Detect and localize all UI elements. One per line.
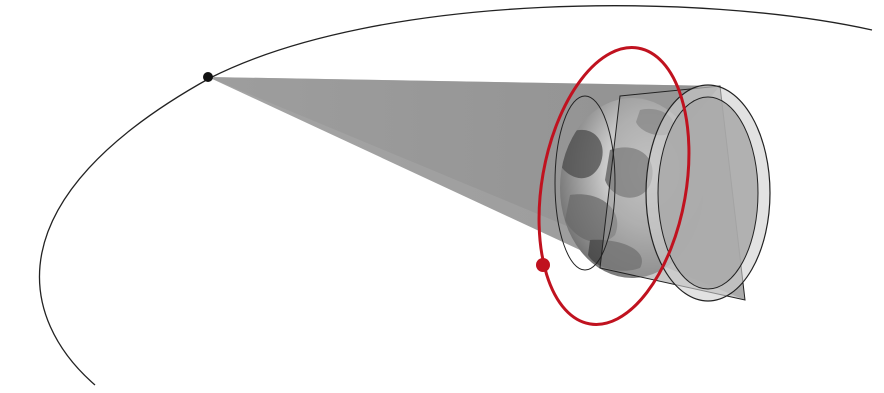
- cylinder-rim-inner: [658, 97, 758, 289]
- inner-satellite-dot: [536, 258, 550, 272]
- outer-satellite-dot: [203, 72, 213, 82]
